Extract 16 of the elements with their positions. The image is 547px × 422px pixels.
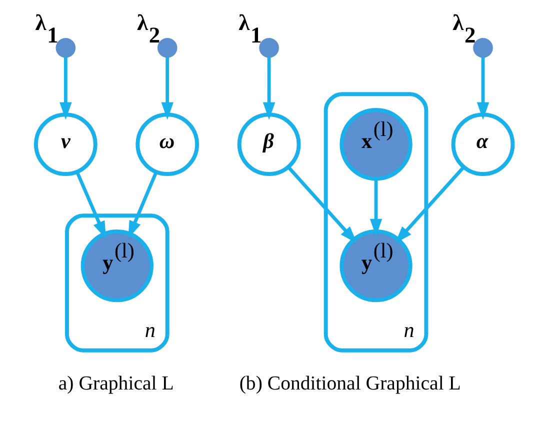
arrow: [75, 171, 106, 239]
arrow: [160, 57, 173, 120]
arrow: [286, 166, 357, 244]
arrow: [59, 57, 72, 120]
arrow: [394, 166, 464, 244]
arrow: [476, 57, 489, 120]
node-circle: ν: [33, 112, 97, 176]
arrow: [369, 178, 382, 236]
node-circle: [258, 38, 278, 58]
node-circle: ω: [135, 112, 199, 176]
label: (b) Conditional Graphical L: [238, 372, 460, 394]
node-circle: α: [450, 112, 514, 176]
label: a) Graphical L: [58, 372, 174, 394]
node-circle: β: [236, 112, 300, 176]
arrow: [262, 57, 275, 120]
arrow: [128, 171, 158, 238]
